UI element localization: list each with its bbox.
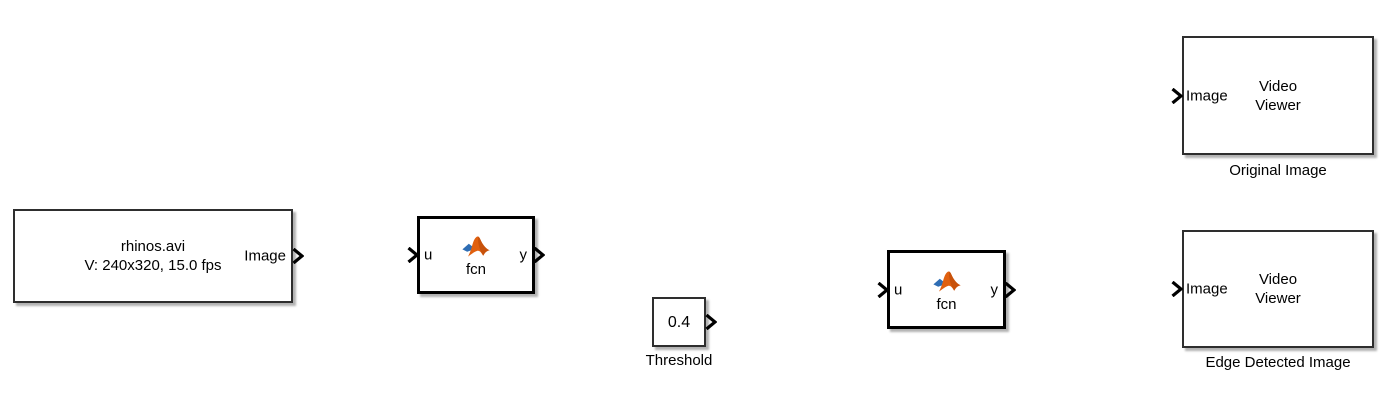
vv1-line2: Viewer bbox=[1255, 96, 1301, 114]
matlab-function-block-2[interactable]: fcn u y bbox=[877, 250, 1016, 329]
source-video-info: V: 240x320, 15.0 fps bbox=[84, 257, 222, 274]
vv1-in-port-label: Image bbox=[1186, 87, 1228, 104]
video-viewer-block-edge[interactable]: Video Viewer Image bbox=[1171, 230, 1374, 348]
threshold-block-name[interactable]: Threshold bbox=[645, 352, 713, 369]
output-port-icon[interactable] bbox=[533, 247, 545, 263]
source-out-port-label: Image bbox=[244, 247, 286, 265]
vv1-text: Video Viewer bbox=[1184, 38, 1372, 153]
fcn2-body: fcn bbox=[890, 253, 1003, 326]
video-viewer-original-name[interactable]: Original Image bbox=[1229, 162, 1327, 179]
source-block-text: rhinos.avi V: 240x320, 15.0 fps bbox=[15, 211, 291, 301]
output-port-icon[interactable] bbox=[292, 248, 304, 264]
threshold-value: 0.4 bbox=[667, 313, 691, 331]
threshold-constant-block[interactable]: 0.4 bbox=[652, 297, 717, 347]
matlab-logo-icon bbox=[932, 270, 961, 292]
fcn2-caption: fcn bbox=[936, 295, 957, 313]
input-port-icon[interactable] bbox=[877, 281, 889, 298]
matlab-function-block-1[interactable]: fcn u y bbox=[407, 216, 545, 294]
fcn1-in-port-label: u bbox=[424, 246, 433, 264]
vv1-line1: Video bbox=[1258, 77, 1298, 95]
fcn2-out-port-label: y bbox=[990, 281, 999, 298]
video-viewer-edge-name[interactable]: Edge Detected Image bbox=[1205, 354, 1351, 371]
fcn1-out-port-label: y bbox=[519, 246, 528, 264]
vv2-in-port-label: Image bbox=[1186, 280, 1228, 298]
input-port-icon[interactable] bbox=[1171, 281, 1183, 297]
input-port-icon[interactable] bbox=[407, 247, 419, 263]
vv2-text: Video Viewer bbox=[1184, 232, 1372, 346]
vv2-line1: Video bbox=[1258, 271, 1298, 288]
source-filename: rhinos.avi bbox=[120, 238, 186, 255]
video-viewer-block-original[interactable]: Video Viewer Image bbox=[1171, 36, 1374, 155]
fcn1-caption: fcn bbox=[465, 261, 486, 278]
output-port-icon[interactable] bbox=[1004, 281, 1016, 298]
fcn2-in-port-label: u bbox=[894, 281, 903, 298]
from-multimedia-file-block[interactable]: rhinos.avi V: 240x320, 15.0 fps Image bbox=[13, 209, 304, 303]
output-port-icon[interactable] bbox=[705, 314, 717, 330]
matlab-logo-icon bbox=[462, 236, 490, 257]
fcn1-body: fcn bbox=[420, 219, 532, 291]
vv2-line2: Viewer bbox=[1255, 290, 1301, 307]
input-port-icon[interactable] bbox=[1171, 87, 1183, 104]
